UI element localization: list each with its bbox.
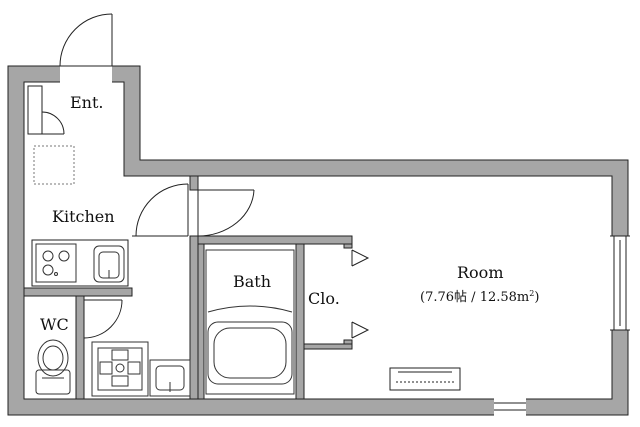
room-label: Room — [457, 263, 503, 282]
washbasin-icon — [149, 359, 191, 397]
interior-walls — [23, 175, 353, 400]
window-icon — [610, 235, 630, 331]
toilet-icon — [35, 339, 71, 395]
kitchen-door-icon — [132, 183, 189, 237]
kitchen-counter — [31, 239, 129, 287]
closet-label: Clo. — [308, 289, 340, 308]
bathtub-icon — [205, 249, 295, 395]
exterior-walls — [7, 65, 629, 416]
air-conditioner-icon — [389, 367, 461, 391]
closet-door-icon — [351, 249, 370, 339]
entrance-door-icon — [59, 13, 113, 67]
wc-label: WC — [40, 315, 69, 334]
entrance-label: Ent. — [70, 93, 104, 112]
bath-label: Bath — [233, 272, 271, 291]
balcony-door-icon — [494, 402, 526, 411]
wc-door-icon — [83, 299, 123, 339]
fridge-space — [33, 145, 75, 185]
room-door-icon — [197, 189, 255, 237]
stove-icon — [35, 243, 77, 283]
room-area-label: (7.76帖 / 12.58m2) — [420, 289, 539, 305]
sink-icon — [93, 245, 125, 283]
washing-machine-pan-icon — [91, 341, 149, 397]
shoe-cabinet-icon — [27, 85, 65, 135]
kitchen-label: Kitchen — [52, 207, 115, 226]
